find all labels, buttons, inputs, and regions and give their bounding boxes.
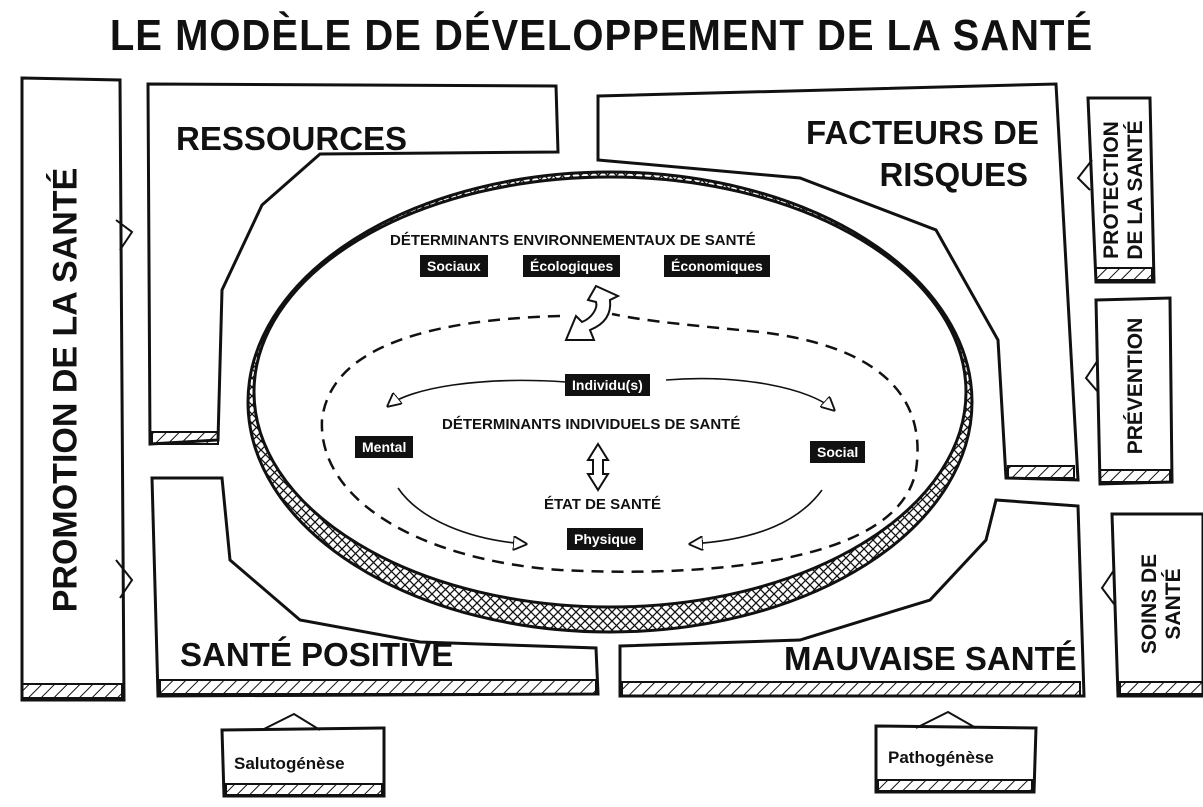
promotion-label: PROMOTION DE LA SANTÉ <box>46 167 85 613</box>
individual-boundary-dashed <box>320 312 919 573</box>
tag-ecologiques: Écologiques <box>523 255 621 277</box>
protection-label-line1: PROTECTION <box>1100 121 1123 259</box>
facteurs-label-line1: FACTEURS DE <box>806 114 1039 151</box>
pathogenese-box <box>874 710 1038 794</box>
sante-positive-panel <box>150 476 600 698</box>
page-title: LE MODÈLE DE DÉVELOPPEMENT DE LA SANTÉ <box>109 12 1094 60</box>
ressources-label: RESSOURCES <box>176 120 408 157</box>
protection-label-line2: DE LA SANTÉ <box>1124 120 1147 260</box>
soins-label-line1: SOINS DE <box>1138 553 1161 655</box>
state-heading: ÉTAT DE SANTÉ <box>544 496 661 513</box>
environment-individual-arrow <box>564 284 621 341</box>
salutogenese-label: Salutogénèse <box>234 754 345 773</box>
tag-economiques: Économiques <box>664 255 770 277</box>
tag-sociaux: Sociaux <box>420 255 488 277</box>
facteurs-panel <box>596 82 1080 482</box>
facteurs-label-line2: RISQUES <box>879 156 1028 193</box>
environmental-heading: DÉTERMINANTS ENVIRONNEMENTAUX DE SANTÉ <box>390 232 756 249</box>
individual-state-arrow <box>586 442 610 492</box>
soins-label-line2: SANTÉ <box>1162 568 1185 640</box>
tag-mental: Mental <box>355 436 414 458</box>
individual-heading: DÉTERMINANTS INDIVIDUELS DE SANTÉ <box>442 416 741 433</box>
pathogenese-label: Pathogénèse <box>888 748 994 767</box>
prevention-label: PRÉVENTION <box>1124 317 1147 455</box>
individual-curves <box>388 377 834 544</box>
soins-label: SOINS DE SANTÉ <box>1138 554 1186 654</box>
protection-box <box>1076 96 1156 284</box>
tag-individus: Individu(s) <box>565 374 650 396</box>
tag-social: Social <box>810 441 866 463</box>
mauvaise-sante-label: MAUVAISE SANTÉ <box>784 640 1077 677</box>
prevention-box <box>1084 296 1174 486</box>
promotion-panel <box>20 76 134 702</box>
salutogenese-box <box>220 712 386 798</box>
soins-box <box>1100 512 1203 698</box>
sante-positive-label: SANTÉ POSITIVE <box>180 636 454 673</box>
tag-physique: Physique <box>567 528 644 550</box>
ressources-panel <box>146 82 560 446</box>
protection-label: PROTECTION DE LA SANTÉ <box>1100 120 1148 259</box>
mauvaise-sante-panel <box>618 498 1086 698</box>
